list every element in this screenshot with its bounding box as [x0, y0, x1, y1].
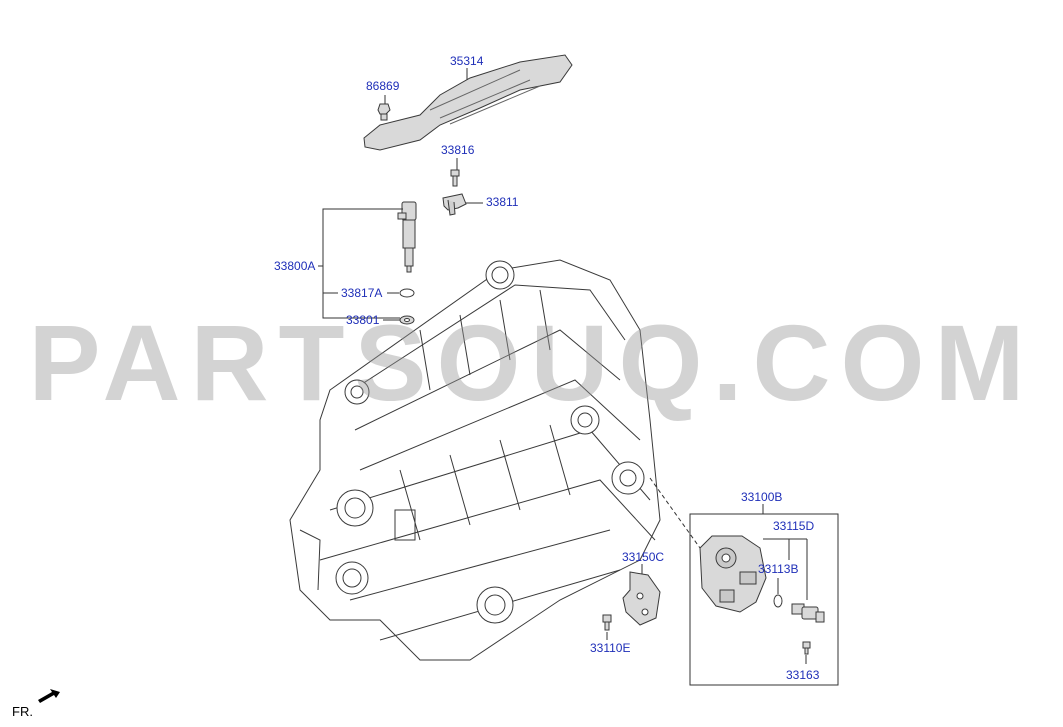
leader-lines	[318, 68, 808, 664]
screw-33163[interactable]	[802, 641, 811, 655]
part-label-35314[interactable]: 35314	[450, 54, 484, 68]
injector-33800A[interactable]	[397, 201, 417, 273]
part-label-33800A[interactable]: 33800A	[274, 259, 316, 273]
part-label-33801[interactable]: 33801	[346, 313, 380, 327]
bolt-33816[interactable]	[450, 169, 460, 187]
part-label-33150C[interactable]: 33150C	[622, 550, 665, 564]
bracket-33150C[interactable]	[622, 571, 661, 626]
part-label-33115D[interactable]: 33115D	[773, 519, 815, 533]
part-label-33110E[interactable]: 33110E	[590, 641, 631, 655]
washer-33801[interactable]	[399, 315, 415, 325]
part-label-33100B[interactable]: 33100B	[741, 490, 783, 504]
bolt-86869[interactable]	[377, 103, 391, 121]
part-label-33113B[interactable]: 33113B	[758, 562, 799, 576]
engine-assembly	[289, 259, 661, 661]
arrow-front-icon	[38, 689, 60, 703]
part-label-86869[interactable]: 86869	[366, 79, 400, 93]
part-label-33811[interactable]: 33811	[486, 195, 519, 209]
front-indicator: FR.	[12, 704, 33, 719]
valve-33115D[interactable]	[791, 603, 825, 623]
bolt-33110E[interactable]	[602, 614, 612, 631]
part-label-33817A[interactable]: 33817A	[341, 286, 383, 300]
fuel-pump-33100B[interactable]	[699, 535, 767, 613]
engine-cover[interactable]	[363, 54, 573, 151]
part-label-33163[interactable]: 33163	[786, 668, 820, 682]
o-ring-33113B[interactable]	[773, 594, 783, 608]
o-ring-33817A[interactable]	[399, 288, 415, 298]
part-label-33816[interactable]: 33816	[441, 143, 475, 157]
clamp-33811[interactable]	[442, 193, 467, 216]
pump-group-frame	[689, 513, 839, 686]
